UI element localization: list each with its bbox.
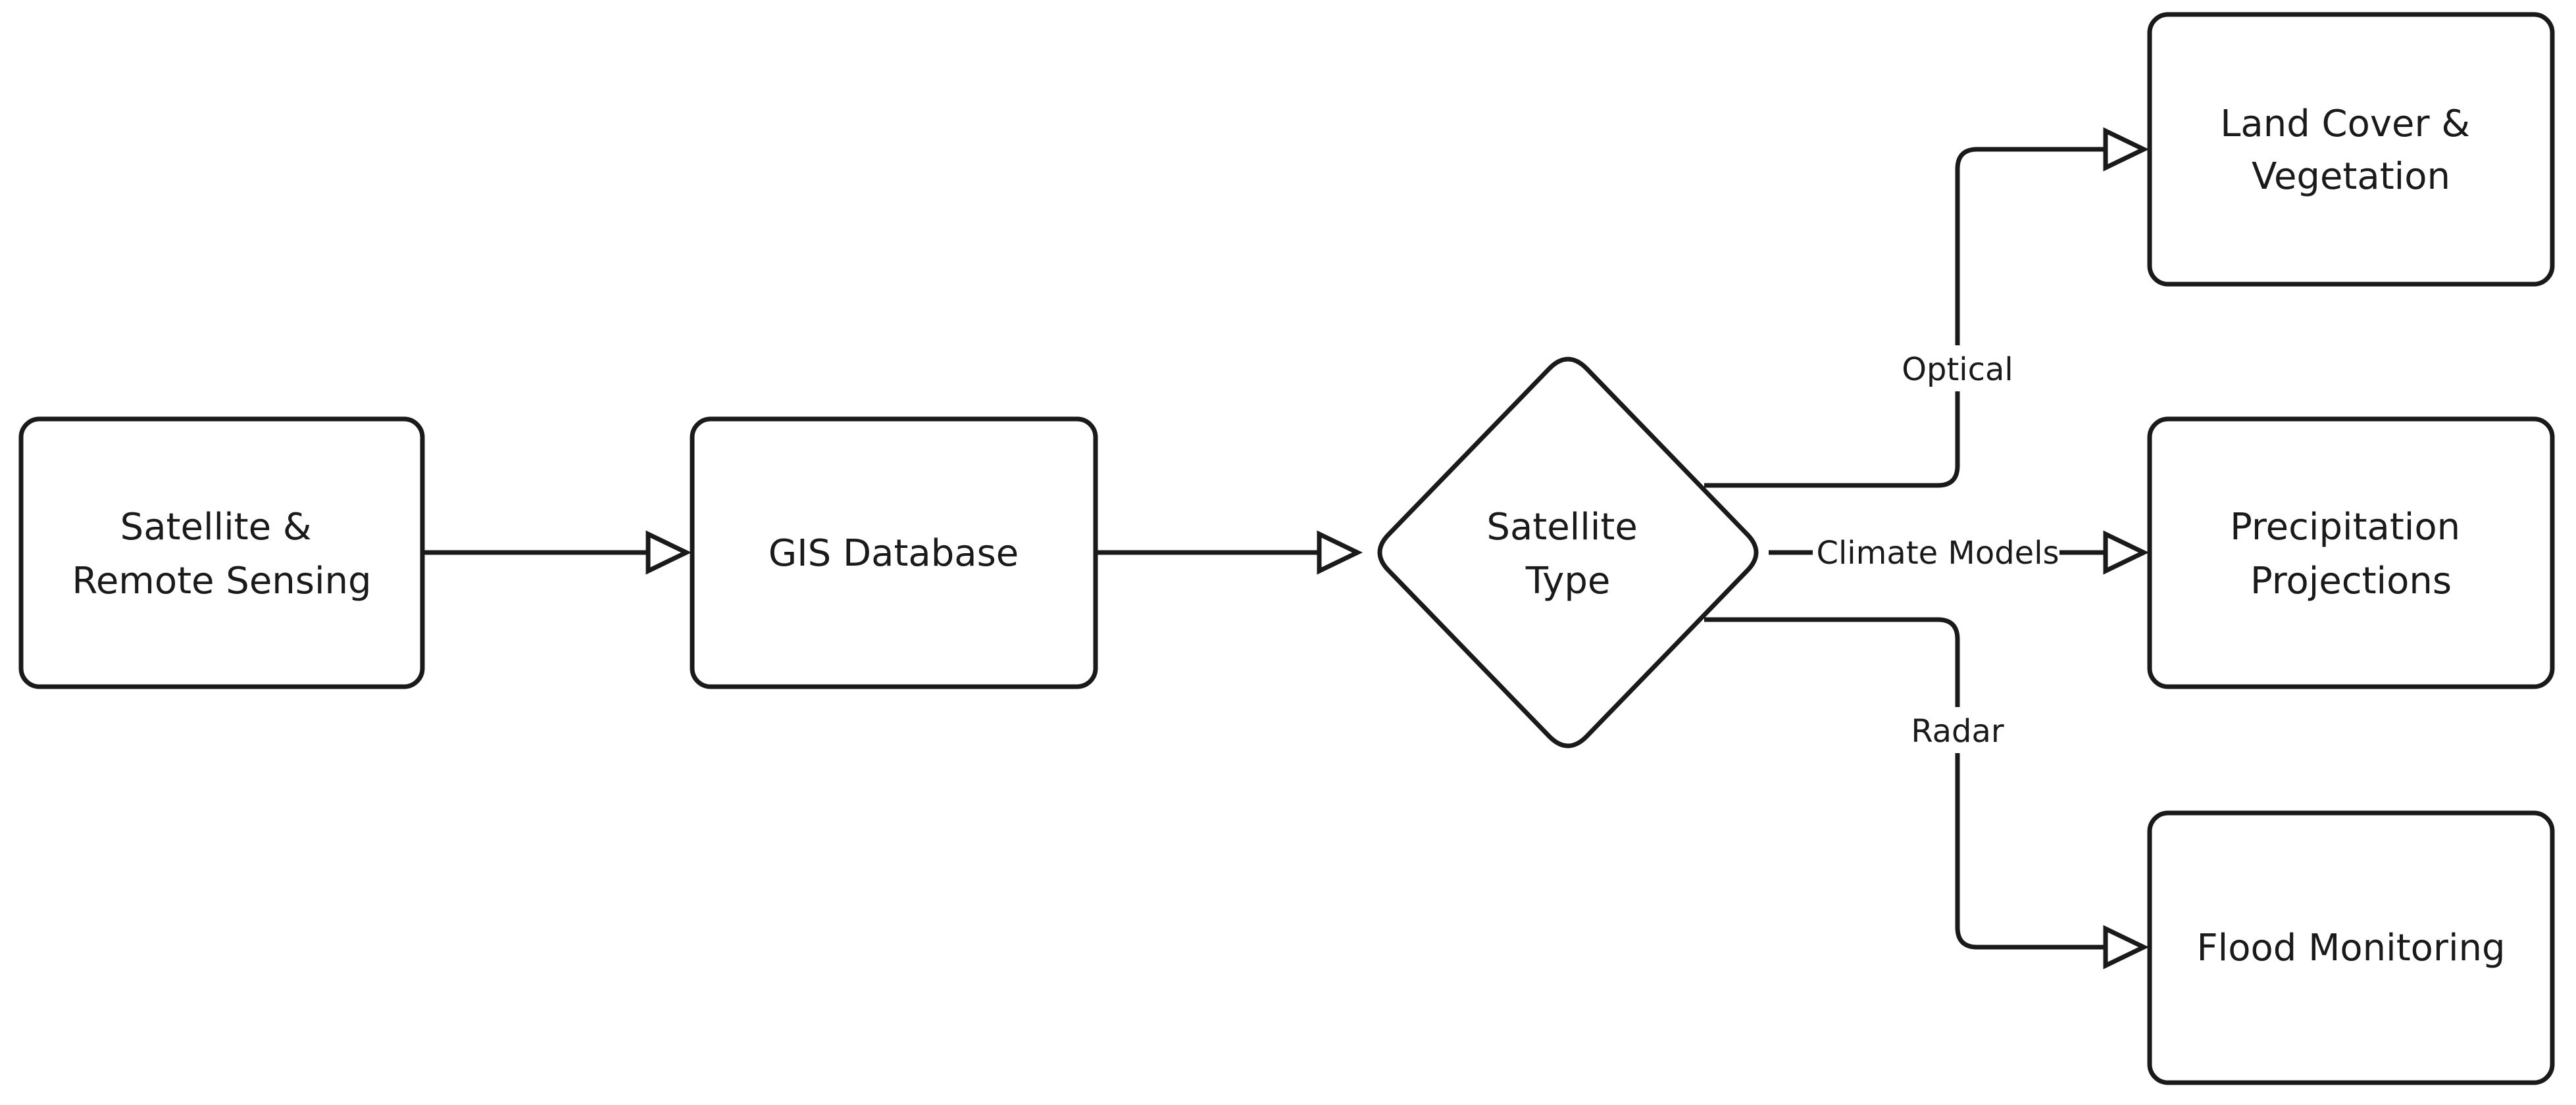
edge-label-optical: Optical bbox=[1902, 351, 2013, 388]
radar-label-bg bbox=[1905, 707, 2010, 753]
node-satellite-remote-sensing-label: Satellite & Remote Sensing bbox=[72, 506, 371, 602]
node-satellite-type: Satellite Type bbox=[1377, 356, 1759, 749]
edge-optical bbox=[1704, 147, 2106, 488]
arrowhead-satellite-type bbox=[1317, 530, 1363, 575]
arrowhead-flood-monitoring bbox=[2103, 925, 2150, 970]
node-satellite-remote-sensing: Satellite & Remote Sensing bbox=[18, 416, 425, 689]
edge-label-climate-models: Climate Models bbox=[1816, 535, 2059, 572]
node-gis-database: GIS Database bbox=[690, 416, 1098, 689]
arrowhead-land-cover bbox=[2103, 127, 2150, 172]
node-satellite-type-line-2: Type bbox=[1525, 560, 1611, 602]
arrowhead-gis-database bbox=[645, 530, 692, 575]
node-satellite-type-diamond bbox=[1377, 356, 1759, 749]
node-flood-monitoring-label: Flood Monitoring bbox=[2196, 927, 2505, 970]
node-land-cover: Land Cover & Vegetation bbox=[2147, 12, 2555, 287]
node-gis-database-line-1: GIS Database bbox=[769, 532, 1019, 575]
node-land-cover-line-1: Land Cover & bbox=[2220, 103, 2470, 145]
node-precipitation-box bbox=[2147, 416, 2555, 689]
edge-radar bbox=[1704, 617, 2106, 950]
climate-models-label-bg bbox=[1813, 529, 2059, 576]
edge-label-radar: Radar bbox=[1911, 713, 2004, 750]
node-satellite-type-label: Satellite Type bbox=[1486, 506, 1649, 602]
node-satellite-remote-sensing-line-2: Remote Sensing bbox=[72, 560, 371, 602]
node-precipitation-label: Precipitation Projections bbox=[2230, 506, 2472, 602]
node-satellite-type-line-1: Satellite bbox=[1486, 506, 1637, 549]
node-flood-monitoring-box bbox=[2147, 810, 2555, 1085]
node-flood-monitoring: Flood Monitoring bbox=[2147, 810, 2555, 1085]
node-satellite-remote-sensing-box bbox=[18, 416, 425, 689]
node-satellite-remote-sensing-line-1: Satellite & bbox=[120, 506, 312, 549]
arrowhead-precipitation bbox=[2103, 530, 2150, 575]
node-precipitation: Precipitation Projections bbox=[2147, 416, 2555, 689]
node-precipitation-line-1: Precipitation bbox=[2230, 506, 2460, 549]
node-gis-database-label: GIS Database bbox=[769, 532, 1019, 575]
node-land-cover-line-2: Vegetation bbox=[2252, 155, 2450, 198]
node-precipitation-line-2: Projections bbox=[2250, 560, 2452, 602]
node-flood-monitoring-line-1: Flood Monitoring bbox=[2196, 927, 2505, 970]
node-gis-database-box bbox=[690, 416, 1098, 689]
optical-label-bg bbox=[1895, 345, 2020, 391]
node-land-cover-box bbox=[2147, 12, 2555, 287]
node-land-cover-label: Land Cover & Vegetation bbox=[2220, 103, 2482, 198]
